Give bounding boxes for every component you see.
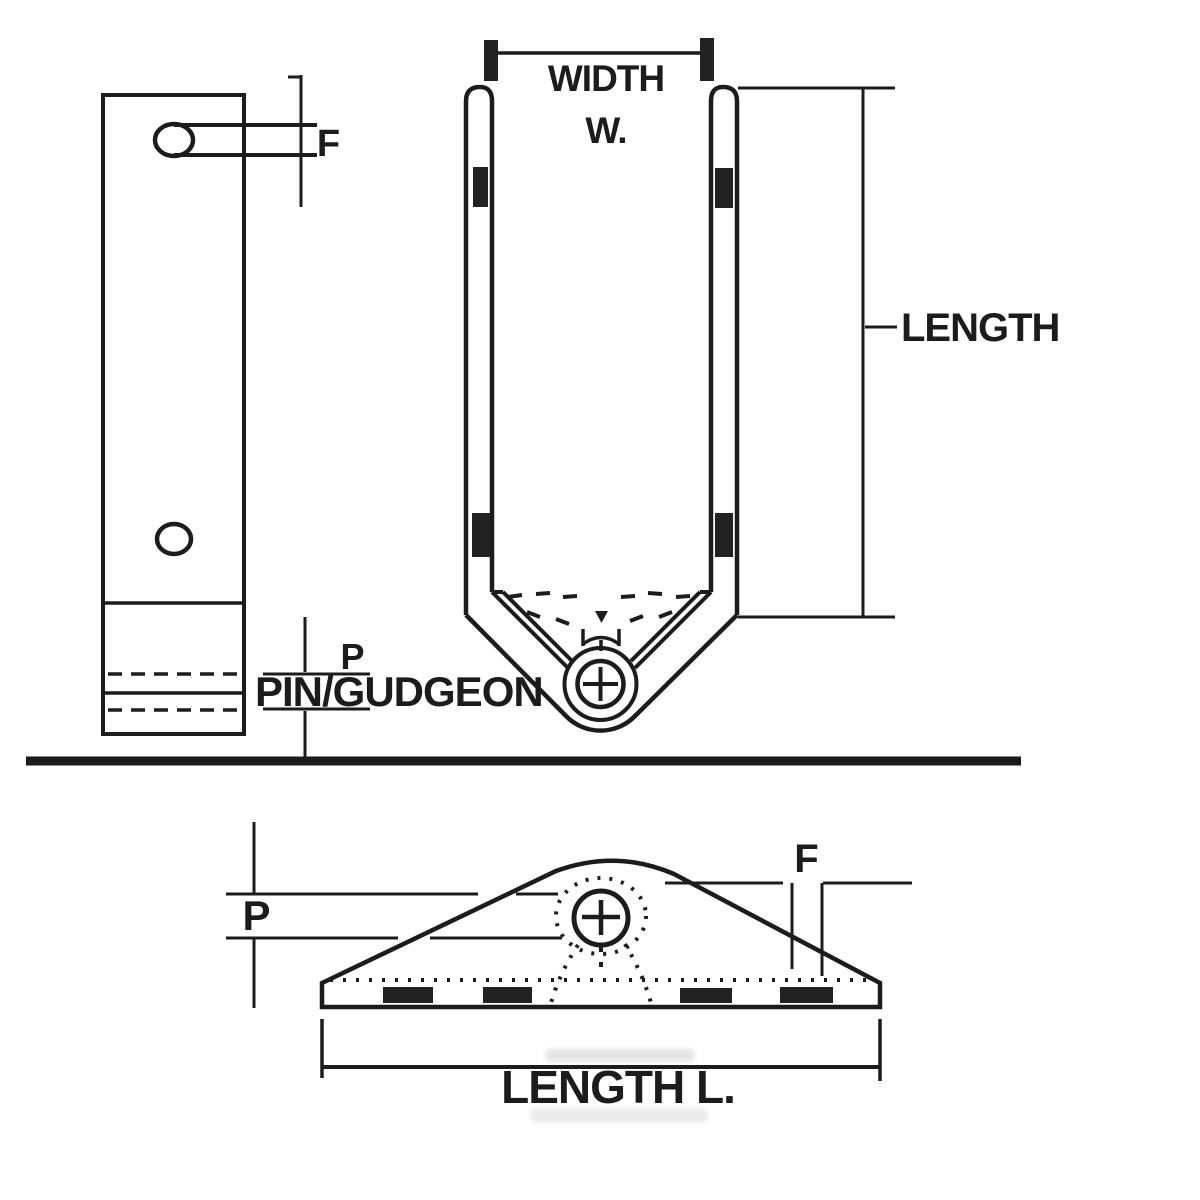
- arm-slot-upper-left: [473, 167, 488, 207]
- pin-bore-crosshair: [583, 667, 618, 701]
- p-label-top: P: [242, 892, 269, 939]
- inner-v-seat-right: [629, 590, 713, 670]
- ghost-text-artifact-lower: [530, 1108, 708, 1123]
- left-arm-outline: [463, 84, 495, 615]
- top-slot-left: [484, 40, 498, 81]
- side-strap-hole: [154, 521, 194, 557]
- side-strap-outline: [101, 93, 246, 736]
- ghost-text-artifact-upper: [545, 1049, 695, 1062]
- pin-circle-top: [571, 888, 631, 948]
- f-label-top: F: [794, 837, 817, 881]
- pin-end-circle: [152, 121, 196, 159]
- seat-arc-marker: [581, 629, 621, 651]
- plate-slot-4: [780, 987, 833, 1003]
- length-dimension-side: [738, 86, 897, 619]
- rudder-dashed-outline: [507, 591, 691, 626]
- plate-slot-3: [680, 988, 732, 1003]
- pin-bore-circle: [575, 658, 626, 710]
- right-arm-outline: [708, 84, 740, 615]
- pin-crosshair-top: [582, 900, 620, 935]
- top-slot-right: [700, 38, 714, 81]
- pin-gudgeon-label: PIN/GUDGEON: [255, 668, 543, 715]
- top-view: [226, 822, 912, 1081]
- f-dimension-side: [288, 75, 303, 207]
- length-l-label: LENGTH L.: [501, 1061, 735, 1113]
- plate-outline: [319, 858, 883, 1010]
- f-label-side: F: [317, 123, 339, 165]
- outer-v-wrap: [464, 613, 739, 733]
- gusset-dotted-lines: [549, 942, 653, 1004]
- inner-v-seat-left: [490, 590, 574, 670]
- length-dimension-top: [320, 1019, 882, 1081]
- p-label-side: P: [340, 636, 363, 677]
- p-dimension-top: [226, 822, 562, 1008]
- side-view: [101, 75, 370, 760]
- width-label: WIDTH: [548, 58, 664, 99]
- plate-slot-2: [483, 987, 532, 1003]
- arm-slot-lower-left: [472, 513, 490, 557]
- rudder-edge-arrow: [595, 611, 608, 623]
- f-dimension-top: [665, 881, 912, 976]
- arm-slot-lower-right: [715, 513, 733, 557]
- boss-dotted-circle: [554, 876, 648, 956]
- length-label: LENGTH: [901, 306, 1059, 350]
- width-w-label: W.: [585, 110, 626, 151]
- arm-slot-upper-right: [715, 168, 733, 208]
- plate-slot-1: [383, 987, 433, 1003]
- front-view: [463, 38, 897, 733]
- p-dimension-side: [263, 617, 370, 760]
